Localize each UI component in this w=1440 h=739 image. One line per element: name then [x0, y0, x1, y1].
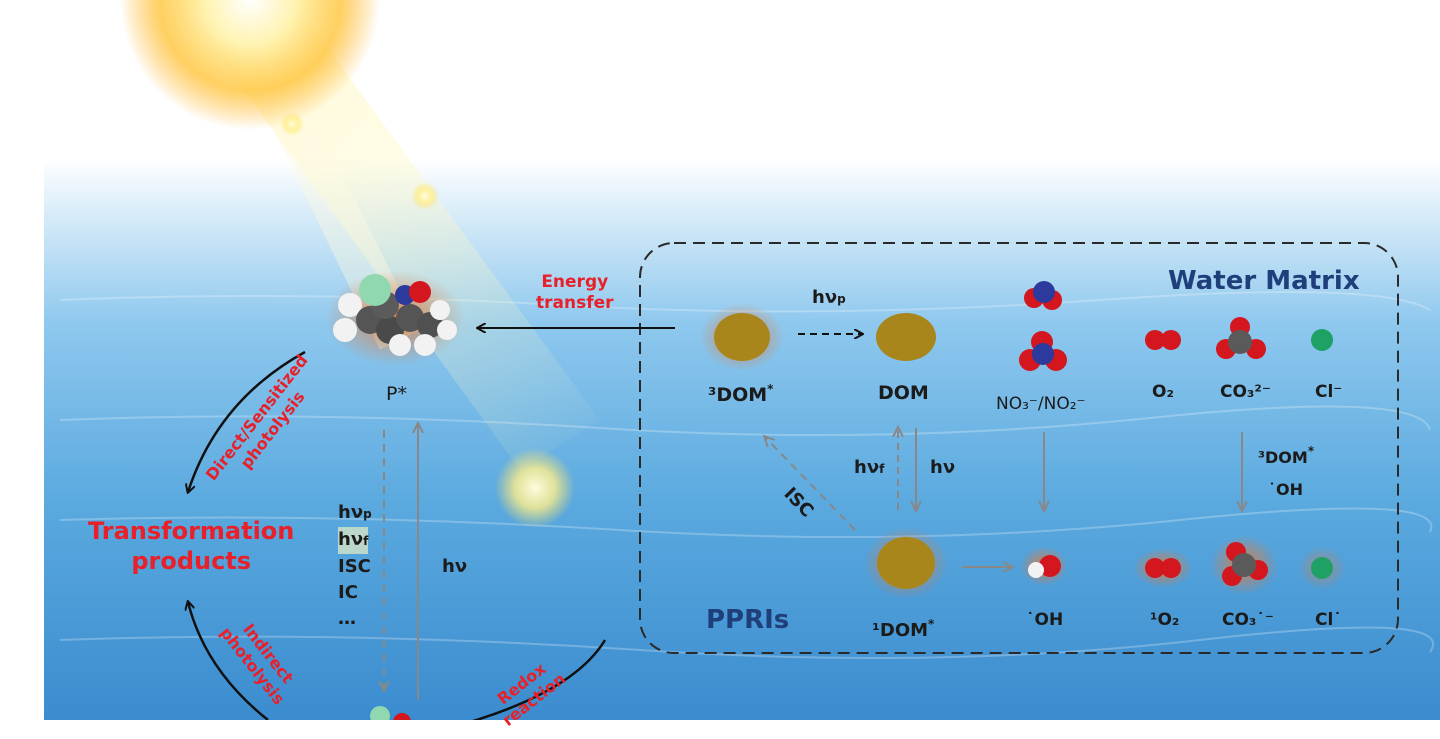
isc-arrow — [765, 437, 856, 531]
process-list: hνp hνf ISC IC … — [338, 500, 372, 632]
direct-photolysis-arrow — [188, 350, 306, 492]
lens-flare-small — [411, 182, 439, 210]
chloride-ion-icon — [1311, 329, 1333, 351]
process-item-phos: hνp — [338, 502, 372, 523]
nitrite-molecule-icon — [1024, 281, 1062, 310]
water-matrix-box — [639, 242, 1399, 654]
process-item-more: … — [338, 608, 356, 629]
process-item-isc: ISC — [338, 556, 371, 577]
chlorine-radical-label: Cl˙ — [1315, 610, 1342, 630]
lens-flare — [495, 448, 575, 528]
triplet-dom-label: ³DOM* — [708, 382, 774, 406]
fluorescence-label: hνf — [854, 457, 885, 478]
process-item-ic: IC — [338, 582, 358, 603]
excitation-label: hν — [930, 457, 956, 478]
singlet-oxygen-icon — [1133, 548, 1193, 588]
reagent-triplet-dom-label: ³DOM* — [1258, 444, 1315, 467]
phosphorescence-label: hνp — [812, 287, 846, 308]
transformation-products-label: Transformation products — [88, 516, 294, 576]
reagent-oh-label: ˙OH — [1268, 480, 1303, 499]
nitrate-molecule-icon — [1019, 331, 1067, 371]
chloride-label: Cl⁻ — [1315, 382, 1343, 402]
ppri-label: PPRIs — [706, 605, 790, 635]
lens-flare-small-2 — [280, 112, 304, 136]
singlet-o2-label: ¹O₂ — [1150, 610, 1180, 630]
carbonate-radical-label: CO₃˙⁻ — [1222, 610, 1274, 630]
energy-transfer-line1: Energy — [541, 272, 609, 292]
nitrate-label: NO₃⁻/NO₂⁻ — [996, 394, 1086, 414]
transformation-line1: Transformation — [88, 517, 295, 545]
chlorine-radical-icon — [1298, 546, 1346, 590]
hydroxyl-radical-icon — [1020, 546, 1068, 586]
singlet-dom-label: ¹DOM* — [872, 617, 935, 641]
water-matrix-title: Water Matrix — [1168, 266, 1360, 296]
carbonate-label: CO₃²⁻ — [1220, 382, 1271, 402]
oh-radical-label: ˙OH — [1026, 610, 1064, 630]
triplet-dom-icon — [700, 303, 784, 371]
oxygen-molecule-icon — [1145, 330, 1181, 350]
sun-icon — [120, 0, 380, 130]
transformation-line2: products — [131, 547, 252, 575]
pollutant-molecule-icon — [325, 270, 465, 366]
diagram-canvas — [44, 0, 1440, 720]
carbonate-radical-icon — [1210, 535, 1278, 595]
process-item-fluor: hνf — [338, 527, 369, 554]
water-ripples — [59, 291, 1435, 659]
redox-reaction-arc — [472, 639, 607, 720]
carbonate-molecule-icon — [1216, 317, 1266, 359]
ground-dom-icon — [876, 313, 936, 361]
o2-label: O₂ — [1152, 382, 1174, 402]
energy-transfer-line2: transfer — [536, 293, 614, 313]
ground-dom-label: DOM — [878, 382, 929, 404]
pollutant-label: P* — [386, 383, 407, 405]
ground-state-pollutant-icon — [370, 706, 411, 720]
energy-transfer-label: Energy transfer — [536, 272, 614, 314]
indirect-photolysis-arrow — [188, 602, 269, 720]
pollutant-excitation-label: hν — [442, 556, 468, 577]
singlet-dom-icon — [864, 527, 948, 599]
